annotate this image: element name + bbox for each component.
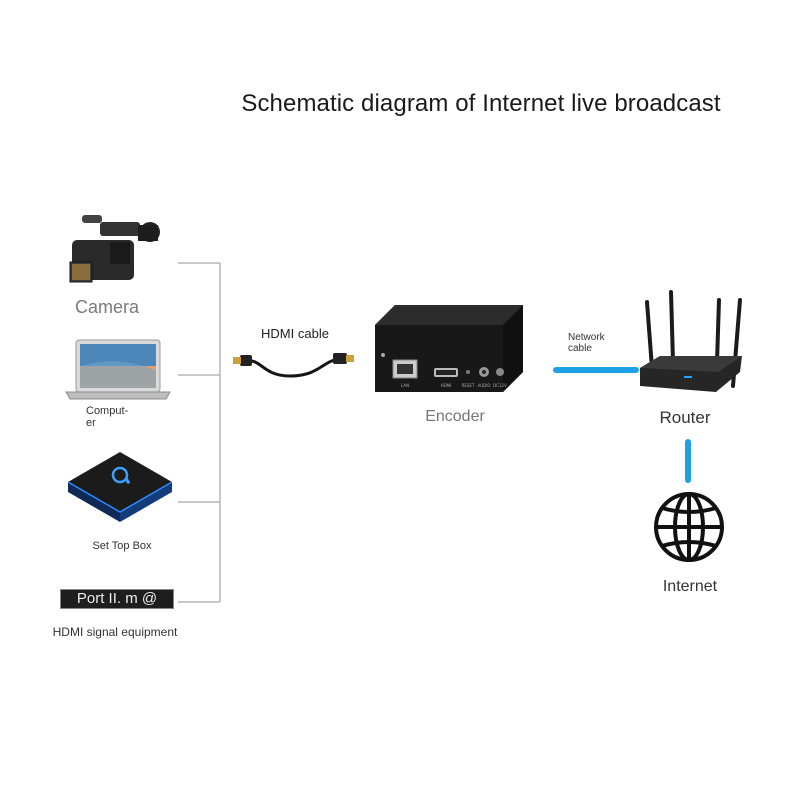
- encoder-port-dc12v: DC12V: [493, 383, 507, 388]
- port-badge: Port II. m @: [60, 589, 174, 609]
- network-cable-label-line1: Network: [568, 332, 605, 343]
- network-cable-label-line2: cable: [568, 343, 592, 354]
- computer-label-line1: Comput-: [86, 405, 129, 417]
- set-top-box-label: Set Top Box: [92, 540, 152, 552]
- set-top-box-icon: [67, 452, 173, 522]
- hdmi-cable-label: HDMI cable: [261, 326, 329, 341]
- encoder-port-audio: AUDIO: [477, 383, 490, 388]
- hdmi-equipment-label: HDMI signal equipment: [52, 625, 178, 639]
- computer-label: Comput- er: [86, 405, 146, 429]
- source-connector-lines: [178, 262, 221, 603]
- diagram-title: Schematic diagram of Internet live broad…: [241, 90, 721, 117]
- video-camera-icon: [69, 215, 160, 283]
- router-label: Router: [659, 408, 711, 427]
- internet-label: Internet: [662, 578, 718, 595]
- hdmi-cable-icon: [233, 353, 354, 378]
- encoder-label: Encoder: [425, 408, 485, 425]
- encoder-port-hdmi: HDMI: [441, 383, 452, 388]
- encoder-box-icon: LAN HDMI RESET AUDIO DC12V: [375, 305, 523, 392]
- globe-icon: [654, 492, 724, 562]
- encoder-port-reset: RESET: [462, 383, 475, 388]
- laptop-icon: [65, 339, 171, 400]
- camera-label: Camera: [74, 297, 140, 317]
- network-cable-label: Network cable: [568, 332, 628, 354]
- encoder-port-lan: LAN: [401, 383, 409, 388]
- router-icon: [640, 290, 742, 392]
- computer-label-line2: er: [86, 417, 96, 429]
